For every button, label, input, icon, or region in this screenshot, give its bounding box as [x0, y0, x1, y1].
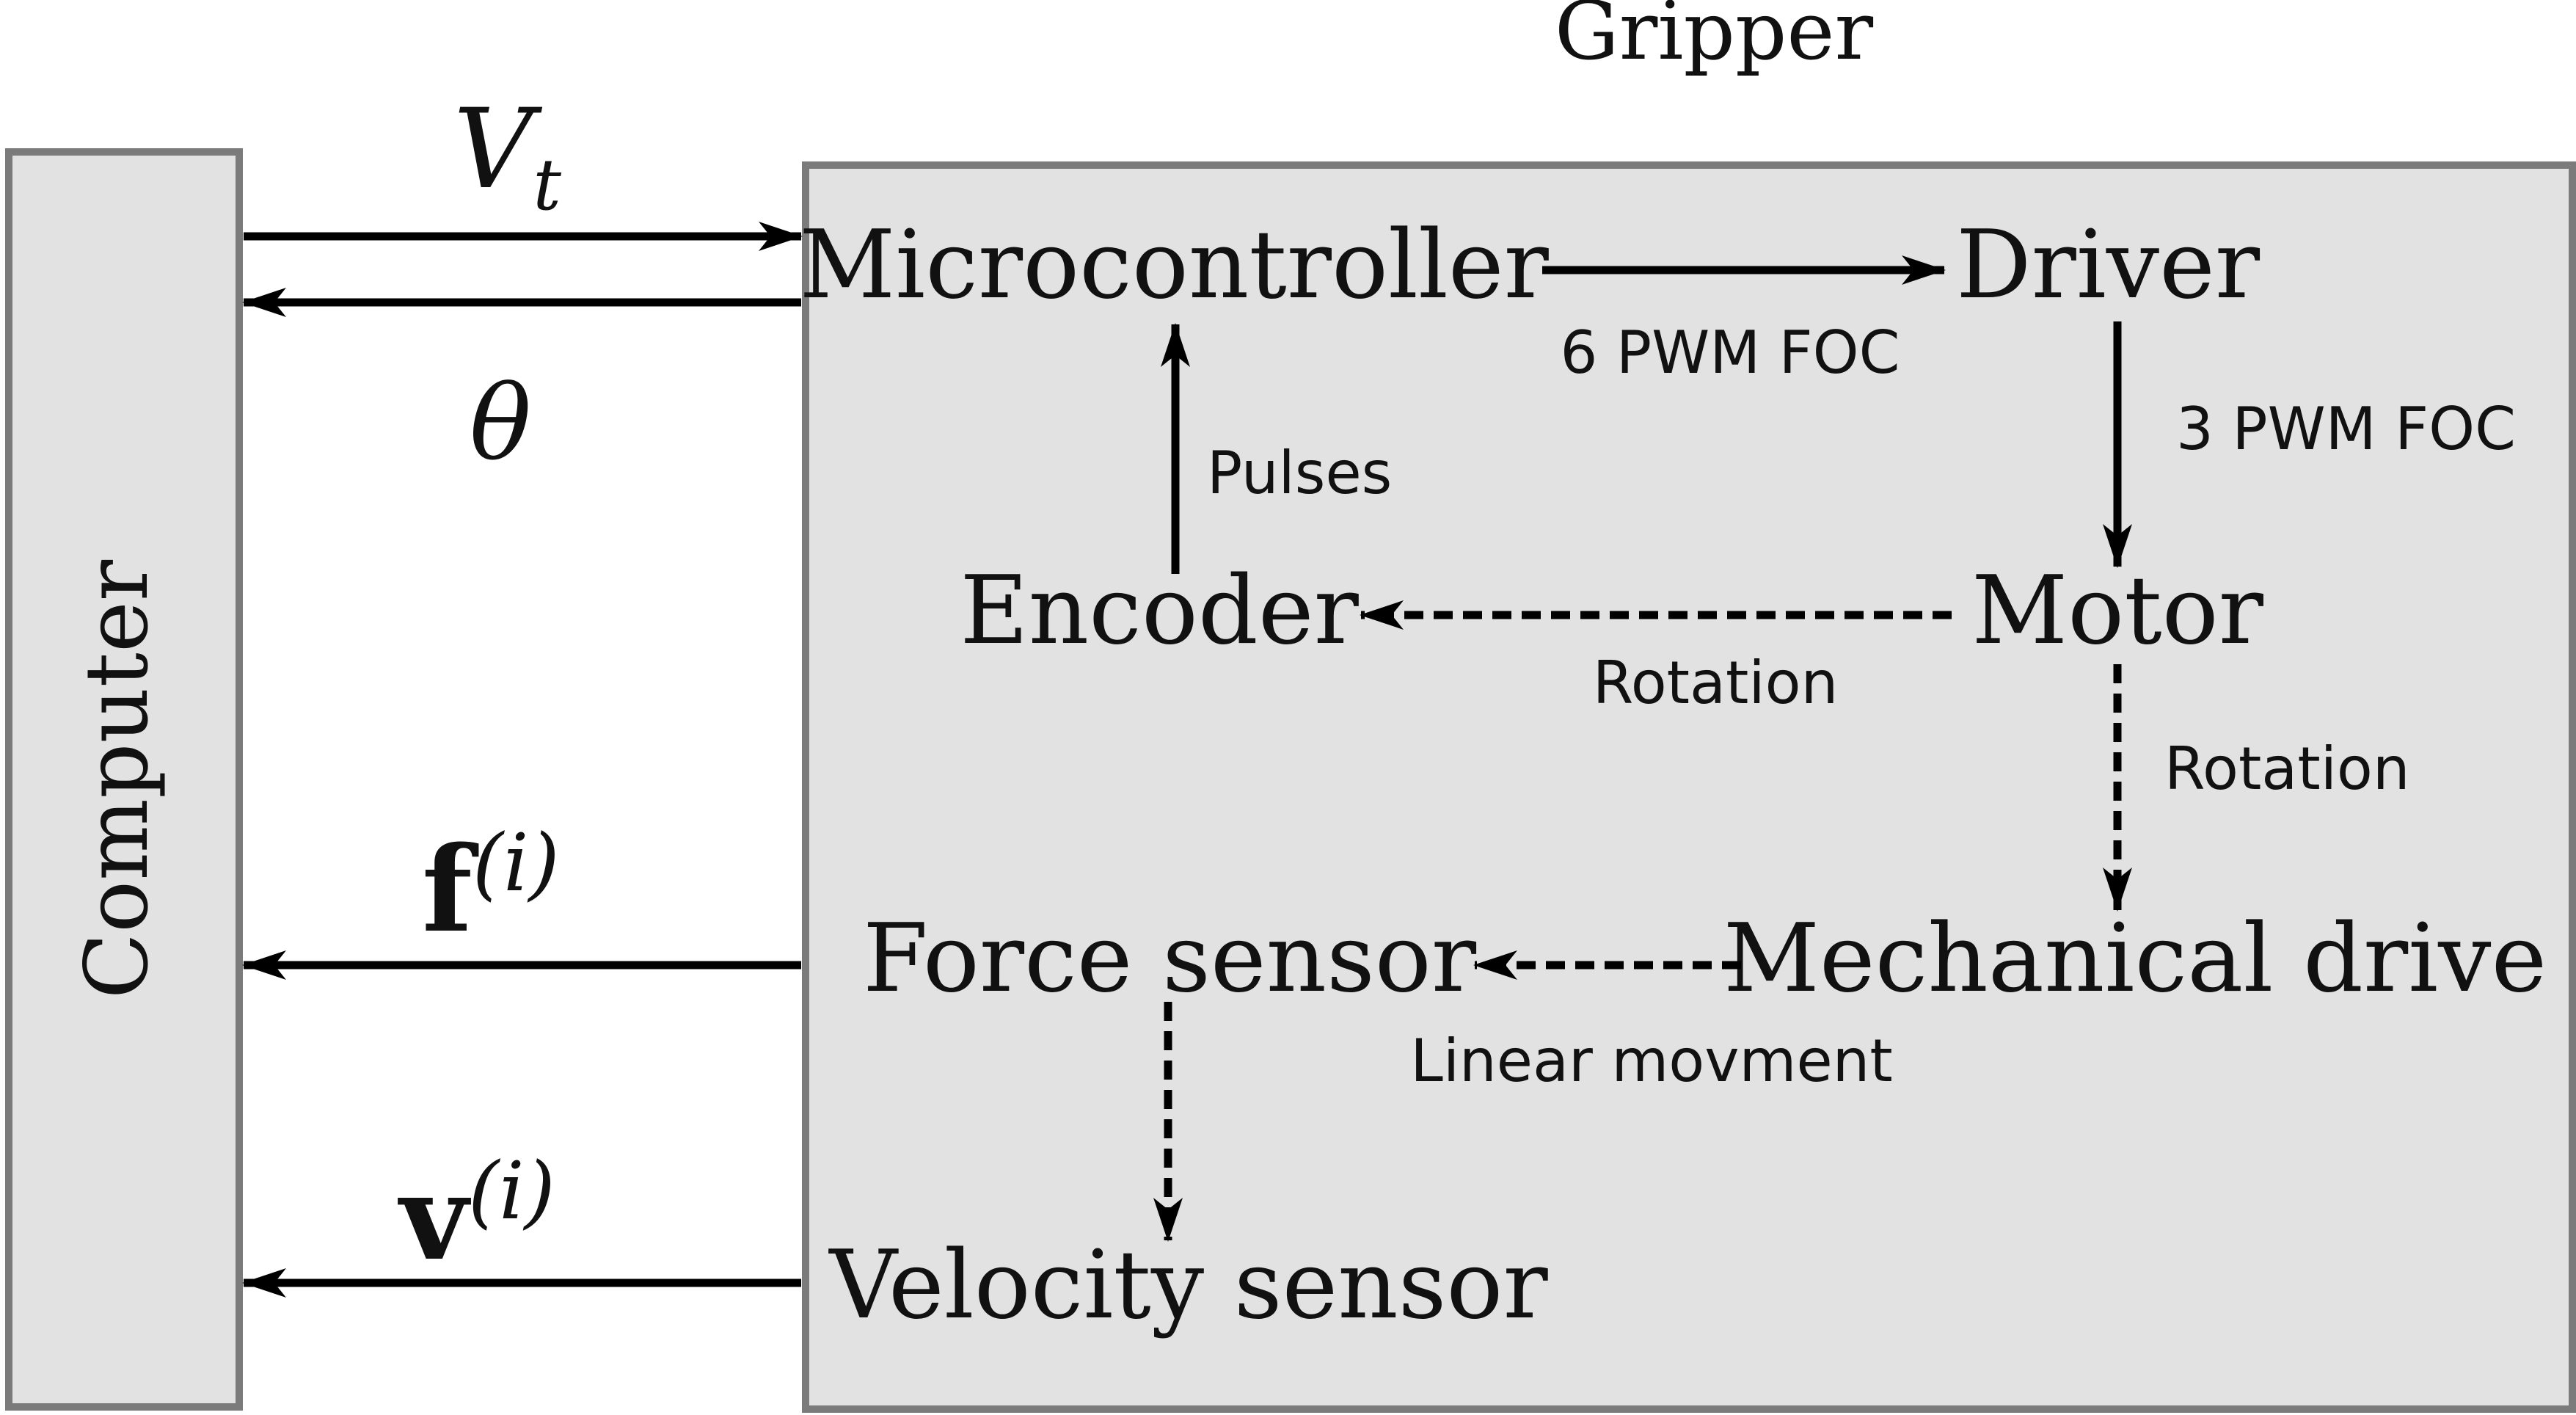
- encoder-to-mcu-label: Pulses: [1207, 439, 1392, 507]
- force-sensor-node: Force sensor: [863, 904, 1477, 1014]
- mcu-to-driver-label: 6 PWM FOC: [1561, 319, 1900, 387]
- computer-label: Computer: [66, 559, 167, 999]
- force-label: f(i): [422, 818, 560, 959]
- motor-node: Motor: [1971, 556, 2264, 666]
- velocity-sensor-node: Velocity sensor: [828, 1231, 1548, 1340]
- mechanical-drive-node: Mechanical drive: [1723, 904, 2547, 1014]
- gripper-label: Gripper: [1555, 0, 1874, 78]
- velocity-label: v(i): [398, 1146, 555, 1287]
- microcontroller-node: Microcontroller: [799, 211, 1549, 320]
- computer-block: [5, 148, 243, 1411]
- driver-node: Driver: [1956, 211, 2261, 320]
- theta-label: θ: [470, 364, 531, 484]
- gripper-block: [802, 161, 2576, 1413]
- driver-to-motor-label: 3 PWM FOC: [2176, 395, 2516, 463]
- mech-to-force-label: Linear movment: [1410, 1027, 1893, 1095]
- vt-label: Vt: [453, 86, 561, 226]
- motor-to-encoder-label: Rotation: [1593, 649, 1839, 717]
- motor-to-mech-label: Rotation: [2164, 735, 2410, 803]
- encoder-node: Encoder: [960, 556, 1359, 666]
